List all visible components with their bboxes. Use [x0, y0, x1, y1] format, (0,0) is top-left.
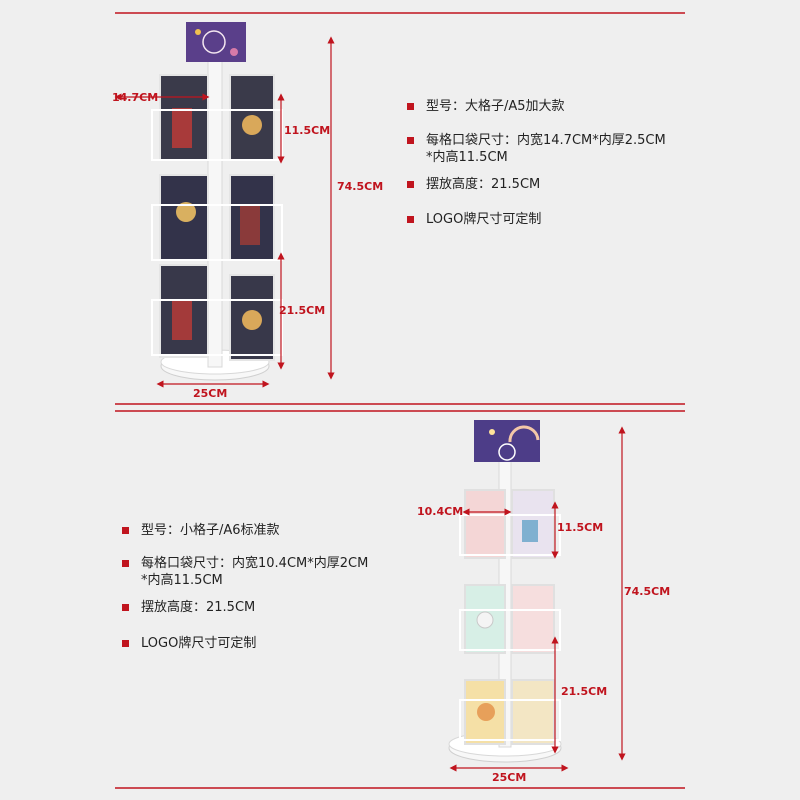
bullet-icon — [122, 640, 129, 647]
top-total-height-label: 74.5CM — [337, 180, 384, 193]
spec-text-continued: *内高11.5CM — [141, 573, 223, 588]
bottom-spec-model: 型号：小格子/A6标准款 — [122, 522, 280, 539]
rack-small-tier-3 — [459, 679, 561, 745]
top-spec-logo: LOGO牌尺寸可定制 — [407, 211, 541, 228]
spec-text: LOGO牌尺寸可定制 — [141, 636, 257, 651]
bullet-icon — [407, 137, 414, 144]
rack-small-tier-2 — [459, 584, 561, 654]
spec-text: 每格口袋尺寸：内宽14.7CM*内厚2.5CM — [426, 133, 666, 148]
bullet-icon — [122, 604, 129, 611]
spec-text: 摆放高度：21.5CM — [141, 600, 256, 615]
rack-tier-2 — [151, 174, 283, 261]
spec-text: 型号：小格子/A6标准款 — [141, 523, 280, 538]
bullet-icon — [407, 103, 414, 110]
spec-text: LOGO牌尺寸可定制 — [426, 212, 542, 227]
bottom-spec-pocket-size: 每格口袋尺寸：内宽10.4CM*内厚2CM *内高11.5CM — [122, 555, 368, 589]
spec-text: 型号：大格子/A5加大款 — [426, 99, 565, 114]
bottom-pocket-width-label: 10.4CM — [417, 505, 464, 518]
top-pocket-height-label: 11.5CM — [284, 124, 331, 137]
top-lower-height-label: 21.5CM — [279, 304, 326, 317]
bottom-spec-height: 摆放高度：21.5CM — [122, 599, 255, 616]
spec-text: 摆放高度：21.5CM — [426, 177, 541, 192]
top-spec-pocket-size: 每格口袋尺寸：内宽14.7CM*内厚2.5CM *内高11.5CM — [407, 132, 666, 166]
logo-plate-small — [474, 420, 540, 462]
bottom-total-height-label: 74.5CM — [624, 585, 671, 598]
rack-large-image — [151, 22, 283, 381]
top-pocket-width-label: 14.7CM — [112, 91, 159, 104]
top-base-width-label: 25CM — [193, 387, 228, 400]
bottom-pocket-height-label: 11.5CM — [557, 521, 604, 534]
bullet-icon — [122, 527, 129, 534]
bullet-icon — [407, 216, 414, 223]
bullet-icon — [122, 560, 129, 567]
rack-pole — [207, 54, 223, 368]
top-spec-model: 型号：大格子/A5加大款 — [407, 98, 565, 115]
bottom-lower-height-label: 21.5CM — [561, 685, 608, 698]
spec-text-continued: *内高11.5CM — [426, 150, 508, 165]
bullet-icon — [407, 181, 414, 188]
bottom-base-width-label: 25CM — [492, 771, 527, 784]
rack-tier-1 — [151, 74, 283, 161]
rack-small-image — [448, 420, 562, 763]
logo-plate — [186, 22, 246, 62]
top-spec-height: 摆放高度：21.5CM — [407, 176, 540, 193]
bottom-spec-logo: LOGO牌尺寸可定制 — [122, 635, 256, 652]
spec-text: 每格口袋尺寸：内宽10.4CM*内厚2CM — [141, 556, 369, 571]
